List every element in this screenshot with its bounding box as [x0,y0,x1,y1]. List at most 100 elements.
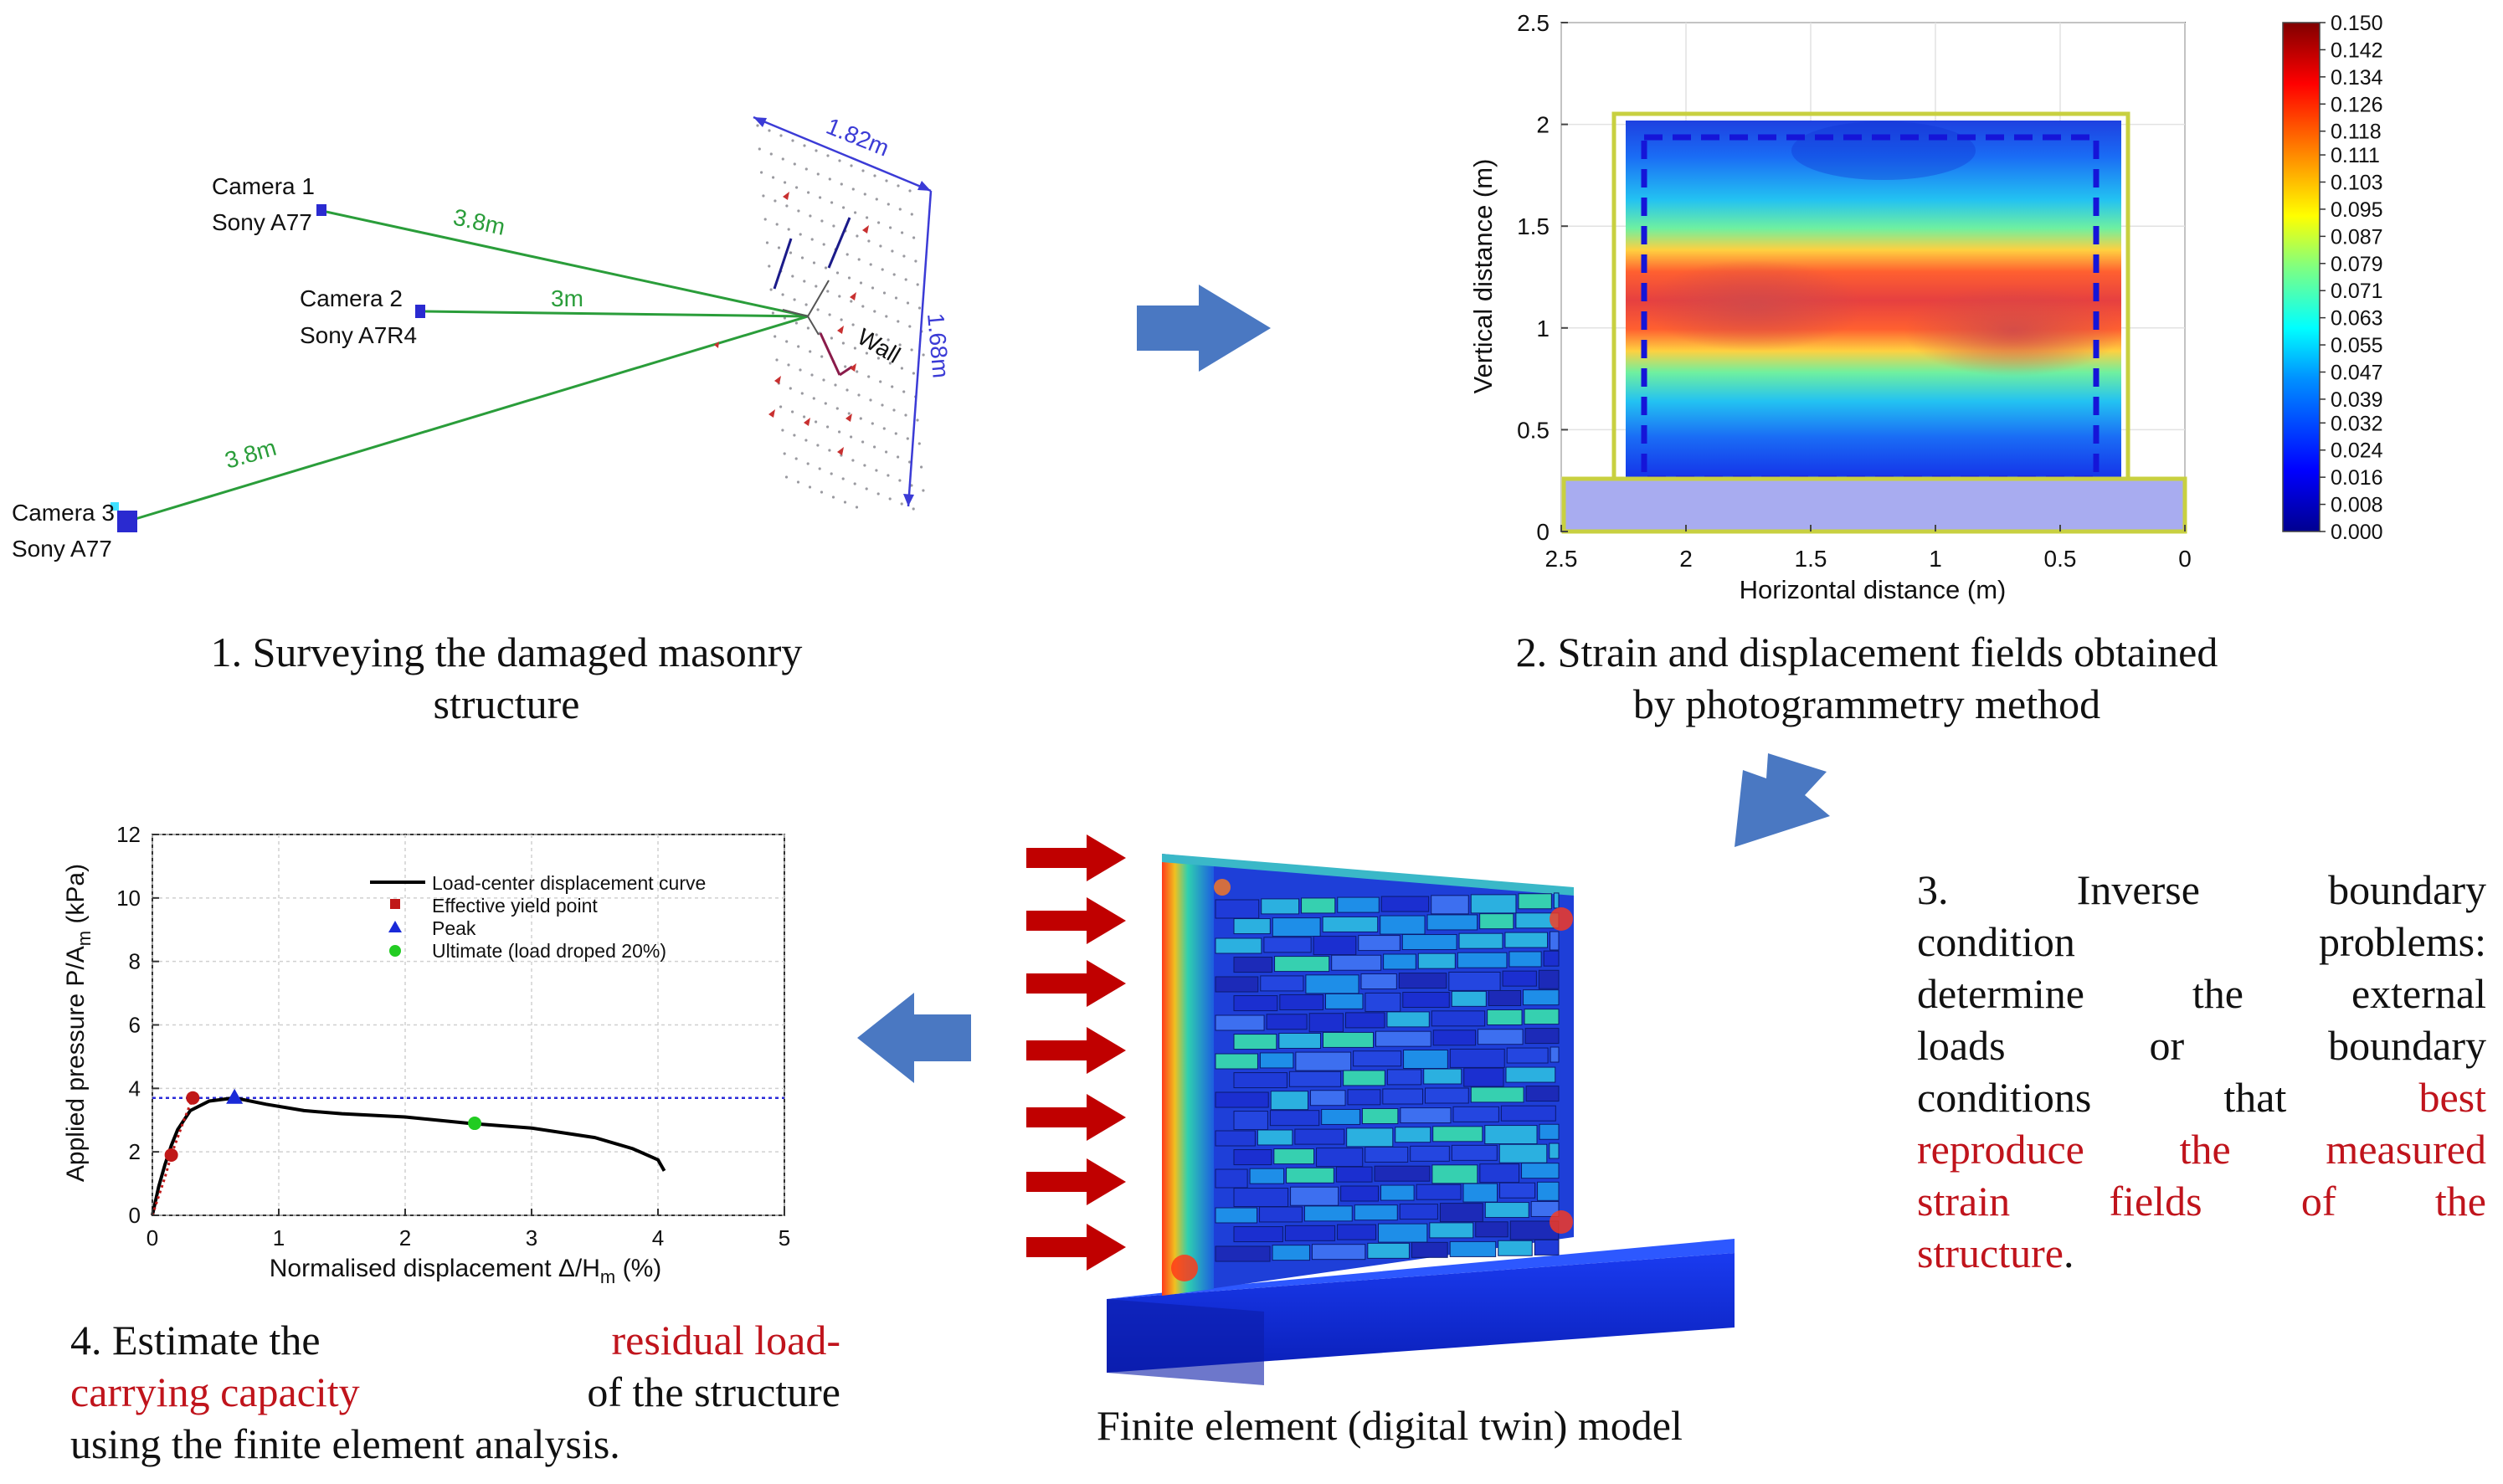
grid-dot [783,452,786,455]
grid-dot [863,193,866,196]
brick-element [1233,1111,1268,1131]
brick-element [1274,956,1330,973]
grid-dot [897,320,900,323]
grid-dot [828,449,831,452]
caption-step3-word: condition [1917,918,2075,965]
brick-element [1524,1009,1560,1025]
brick-element [1518,893,1552,910]
grid-dot [763,218,767,221]
grid-dot [777,246,781,249]
camera2-model: Sony A7R4 [300,322,417,348]
brick-element [1233,1034,1277,1050]
grid-dot [815,149,818,152]
grid-dot [917,306,922,310]
brick-element [1325,993,1364,1009]
camera2-distance: 3m [551,285,583,311]
brick-element [1398,973,1447,989]
brick-element [1266,1014,1308,1030]
grid-dot [820,219,824,223]
grid-dot [900,367,903,370]
ultimate-point [468,1117,482,1131]
load-arrow-icon [1026,1027,1126,1074]
grid-dot [851,323,855,326]
grid-dot [856,234,859,238]
grid-dot [873,445,876,449]
brick-element [1399,1204,1438,1220]
grid-dot [840,318,843,321]
grid-dot [774,335,777,338]
brick-element [1358,935,1401,952]
colorbar-tick-label: 0.150 [2331,12,2383,35]
grid-dot [768,129,771,132]
grid-dot [904,278,907,281]
grid-dot [789,387,792,390]
brick-element [1432,1126,1483,1143]
grid-dot [803,144,806,147]
caption-step1: 1. Surveying the damaged masonry structu… [117,626,896,730]
brick-element [1553,892,1560,909]
brick-element [1523,989,1560,1006]
grid-dot [809,214,812,218]
grid-dot [841,477,845,480]
grid-dot [850,300,853,303]
grid-dot [820,355,824,358]
yield-point [164,1148,178,1162]
grid-dot [875,198,878,201]
grid-dot [850,164,853,167]
brick-element [1458,932,1503,949]
brick-element [1402,992,1450,1009]
brick-element [1215,937,1262,954]
load-arrow-icon [1026,897,1126,944]
brick-element [1449,1240,1497,1257]
brick-element [1403,1050,1448,1070]
grid-dot [815,420,818,424]
colorbar-tick-label: 0.008 [2331,494,2383,517]
grid-dot [834,383,837,387]
grid-dot [783,316,787,320]
colorbar-tick-label: 0.111 [2331,144,2380,167]
grid-dot [865,487,868,490]
brick-element [1478,1029,1524,1045]
grid-dot [810,238,814,241]
grid-dot [781,157,784,161]
legend-entry-peak: Peak [432,917,476,939]
grid-dot [796,480,800,484]
brick-element [1261,898,1300,915]
brick-element [1416,1184,1462,1200]
y-tick-label: 2 [129,1139,141,1164]
colorbar-tick-label: 0.079 [2331,253,2383,276]
grid-dot [888,497,892,501]
grid-dot [822,243,825,246]
caption-step3-word: the [2434,1178,2486,1225]
y-tick-label: 0 [129,1203,141,1228]
caption-step3-word: that [2223,1074,2287,1121]
camera1-model: Sony A77 [212,209,312,235]
colorbar-tick-label: 0.039 [2331,388,2383,412]
grid-dot [830,201,834,204]
brick-element [1337,896,1380,913]
grid-dot [810,373,814,377]
brick-element [1451,990,1487,1007]
grid-dot [797,345,800,348]
grid-dot [887,203,890,206]
colorbar-tick-label: 0.000 [2331,521,2383,544]
grid-dot [859,281,863,285]
x-tick-label: 5 [779,1225,790,1250]
grid-dot [851,187,855,191]
brick-element [1215,1053,1258,1070]
grid-dot [892,273,896,276]
legend: Load-center displacement curve Effective… [370,872,706,962]
brick-element [1498,1143,1548,1163]
brick-element [1272,1245,1310,1261]
grid-dot [916,418,919,422]
grid-dot [873,174,876,177]
brick-element [1488,989,1522,1006]
y-tick-label: 10 [116,886,141,911]
brick-element [1259,1206,1303,1223]
brick-element [1475,1221,1508,1238]
y-tick-label: 1 [1536,316,1550,341]
grid-dot [809,350,812,353]
grid-dot [800,392,804,395]
